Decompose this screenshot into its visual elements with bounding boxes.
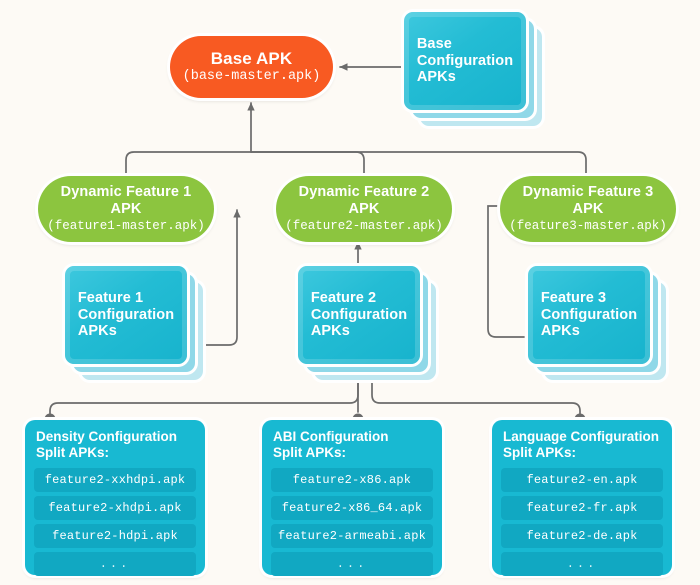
abi-row-3[interactable]: feature2-armeabi.apk — [271, 523, 433, 548]
feature-3-config-label: Feature 3 Configuration APKs — [541, 290, 637, 340]
density-row-more[interactable]: ... — [34, 551, 196, 576]
edge-bus-feature1 — [125, 151, 252, 177]
language-panel-title-line-2: Split APKs: — [503, 444, 577, 460]
base-config-label: Base Configuration APKs — [417, 36, 513, 86]
stack-sheet-front: Base Configuration APKs — [404, 12, 526, 110]
node-base-configuration-apks[interactable]: Base Configuration APKs — [404, 12, 549, 132]
feature-1-title-line-2: APK — [110, 201, 142, 217]
feature-3-filename: (feature3-master.apk) — [509, 218, 667, 233]
abi-panel-title: ABI Configuration Split APKs: — [273, 429, 433, 461]
node-dynamic-feature-3-apk[interactable]: Dynamic Feature 3 APK (feature3-master.a… — [500, 176, 676, 242]
feature-1-title: Dynamic Feature 1 APK — [61, 184, 192, 218]
feature-1-config-line-1: Feature 1 — [77, 289, 144, 306]
edge-bus-feature3 — [250, 151, 587, 177]
language-row-3[interactable]: feature2-de.apk — [501, 523, 663, 548]
feature-3-config-line-2: Configuration — [540, 306, 638, 323]
panel-language-configuration-split-apks[interactable]: Language Configuration Split APKs: featu… — [492, 420, 672, 576]
panel-abi-configuration-split-apks[interactable]: ABI Configuration Split APKs: feature2-x… — [262, 420, 442, 576]
abi-panel-title-line-2: Split APKs: — [273, 444, 347, 460]
node-base-apk[interactable]: Base APK (base-master.apk) — [170, 36, 333, 98]
stack-sheet-front: Feature 2 Configuration APKs — [298, 266, 420, 364]
language-panel-title: Language Configuration Split APKs: — [503, 429, 663, 461]
base-apk-filename: (base-master.apk) — [182, 69, 321, 85]
feature-2-title-line-1: Dynamic Feature 2 — [298, 184, 430, 201]
feature-2-filename: (feature2-master.apk) — [285, 218, 443, 233]
feature-1-title-line-1: Dynamic Feature 1 — [60, 184, 192, 201]
node-feature-3-configuration-apks[interactable]: Feature 3 Configuration APKs — [528, 266, 673, 386]
feature-1-config-label: Feature 1 Configuration APKs — [78, 290, 174, 340]
language-row-1[interactable]: feature2-en.apk — [501, 467, 663, 492]
density-panel-title: Density Configuration Split APKs: — [36, 429, 196, 461]
feature-3-title-line-1: Dynamic Feature 3 — [522, 184, 654, 201]
panel-density-configuration-split-apks[interactable]: Density Configuration Split APKs: featur… — [25, 420, 205, 576]
feature-2-config-line-2: Configuration — [310, 306, 408, 323]
abi-row-1[interactable]: feature2-x86.apk — [271, 467, 433, 492]
feature-2-config-line-1: Feature 2 — [310, 289, 377, 306]
language-panel-title-line-1: Language Configuration — [503, 429, 659, 444]
base-config-line-3: APKs — [416, 69, 456, 86]
base-config-line-2: Configuration — [416, 52, 514, 69]
base-config-line-1: Base — [416, 35, 452, 52]
node-dynamic-feature-2-apk[interactable]: Dynamic Feature 2 APK (feature2-master.a… — [276, 176, 452, 242]
edge-bus-feature2 — [250, 151, 365, 177]
feature-3-title-line-2: APK — [572, 201, 604, 217]
feature-3-title: Dynamic Feature 3 APK — [523, 184, 654, 218]
density-panel-title-line-2: Split APKs: — [36, 444, 110, 460]
feature-2-config-label: Feature 2 Configuration APKs — [311, 290, 407, 340]
density-panel-title-line-1: Density Configuration — [36, 429, 177, 444]
feature-2-config-line-3: APKs — [310, 323, 350, 340]
density-row-2[interactable]: feature2-xhdpi.apk — [34, 495, 196, 520]
feature-3-config-line-1: Feature 3 — [540, 289, 607, 306]
language-row-more[interactable]: ... — [501, 551, 663, 576]
feature-3-config-line-3: APKs — [540, 323, 580, 340]
density-row-3[interactable]: feature2-hdpi.apk — [34, 523, 196, 548]
node-feature-1-configuration-apks[interactable]: Feature 1 Configuration APKs — [65, 266, 210, 386]
node-feature-2-configuration-apks[interactable]: Feature 2 Configuration APKs — [298, 266, 443, 386]
feature-1-config-line-2: Configuration — [77, 306, 175, 323]
language-row-2[interactable]: feature2-fr.apk — [501, 495, 663, 520]
abi-panel-title-line-1: ABI Configuration — [273, 429, 389, 444]
base-apk-title: Base APK — [210, 48, 293, 68]
feature-1-filename: (feature1-master.apk) — [47, 218, 205, 233]
stack-sheet-front: Feature 3 Configuration APKs — [528, 266, 650, 364]
abi-row-more[interactable]: ... — [271, 551, 433, 576]
abi-row-2[interactable]: feature2-x86_64.apk — [271, 495, 433, 520]
density-row-1[interactable]: feature2-xxhdpi.apk — [34, 467, 196, 492]
feature-2-title-line-2: APK — [348, 201, 380, 217]
stack-sheet-front: Feature 1 Configuration APKs — [65, 266, 187, 364]
node-dynamic-feature-1-apk[interactable]: Dynamic Feature 1 APK (feature1-master.a… — [38, 176, 214, 242]
feature-1-config-line-3: APKs — [77, 323, 117, 340]
feature-2-title: Dynamic Feature 2 APK — [299, 184, 430, 218]
